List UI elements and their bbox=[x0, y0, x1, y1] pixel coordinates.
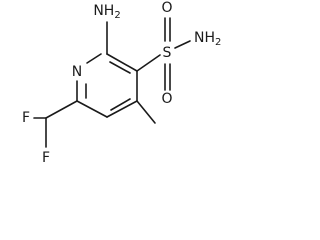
bond-s-nh2 bbox=[174, 40, 191, 49]
bond-c3-c2 bbox=[106, 53, 138, 72]
atom-label-sulfonamide-main: NH bbox=[194, 30, 215, 46]
atom-label-sulfonamide-nh2: NH2 bbox=[194, 30, 221, 48]
atom-label-amino-subscript: 2 bbox=[114, 10, 120, 21]
atom-label-amino: NH2 bbox=[93, 3, 120, 21]
molecule-drawing: N NH2 S O O NH2 F F bbox=[22, 0, 221, 166]
double-bond-c3-c2 bbox=[109, 61, 131, 74]
bond-c6-cf2 bbox=[45, 100, 78, 119]
atom-label-oxygen-top: O bbox=[161, 0, 172, 16]
bond-c3-s bbox=[136, 54, 161, 72]
bond-c6-c5 bbox=[76, 100, 108, 118]
bond-c2-n1 bbox=[86, 53, 102, 64]
structure-diagram: N NH2 S O O NH2 F F bbox=[21, 0, 222, 166]
bond-c4-methyl bbox=[136, 100, 156, 124]
bond-c5-c4 bbox=[106, 100, 138, 118]
double-bond-c5-c4 bbox=[110, 98, 131, 111]
atom-label-fluorine-top: F bbox=[22, 110, 30, 126]
atom-label-ring-nitrogen: N bbox=[72, 64, 82, 80]
atom-label-fluorine-bottom: F bbox=[42, 150, 50, 166]
atom-label-amino-main: NH bbox=[93, 3, 114, 19]
atom-label-sulfur: S bbox=[163, 45, 172, 61]
atom-label-sulfonamide-subscript: 2 bbox=[215, 37, 221, 48]
atom-label-oxygen-bottom: O bbox=[161, 91, 172, 107]
